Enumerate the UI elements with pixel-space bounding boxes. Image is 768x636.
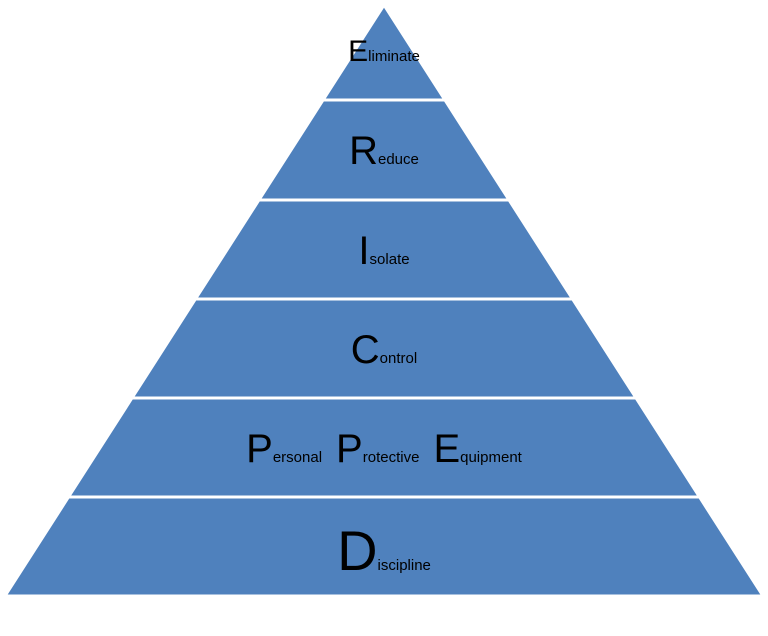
tier-label-initial: P xyxy=(246,427,273,471)
tier-label-discipline: Discipline xyxy=(337,519,431,582)
tier-label-control: Control xyxy=(351,328,417,372)
tier-label-isolate: Isolate xyxy=(358,229,409,273)
tier-label-initial: R xyxy=(349,129,378,173)
tier-label-rest: quipment xyxy=(460,449,523,466)
tier-label-rest: rotective xyxy=(363,449,420,466)
tier-label-initial: C xyxy=(351,328,380,372)
tier-label-initial: P xyxy=(336,427,363,471)
tier-label-rest: liminate xyxy=(368,48,420,65)
tier-control xyxy=(129,297,639,400)
tier-reduce xyxy=(256,98,512,202)
tier-label-eliminate: Eliminate xyxy=(348,35,420,68)
tier-label-initial: E xyxy=(348,35,368,68)
tier-label-rest: ersonal xyxy=(273,449,322,466)
tier-label-rest: solate xyxy=(370,251,410,268)
tier-label-reduce: Reduce xyxy=(349,129,419,173)
tier-label-initial: I xyxy=(358,229,369,273)
tier-label-initial: D xyxy=(337,519,377,582)
tier-discipline xyxy=(2,495,766,598)
tier-isolate xyxy=(192,198,576,301)
tier-label-rest: iscipline xyxy=(378,557,431,574)
tier-label-rest: ontrol xyxy=(380,350,418,367)
pyramid-tiers xyxy=(2,2,766,598)
tier-ppe xyxy=(65,396,703,499)
tier-label-rest: educe xyxy=(378,151,419,168)
tier-label-initial: E xyxy=(433,427,460,471)
